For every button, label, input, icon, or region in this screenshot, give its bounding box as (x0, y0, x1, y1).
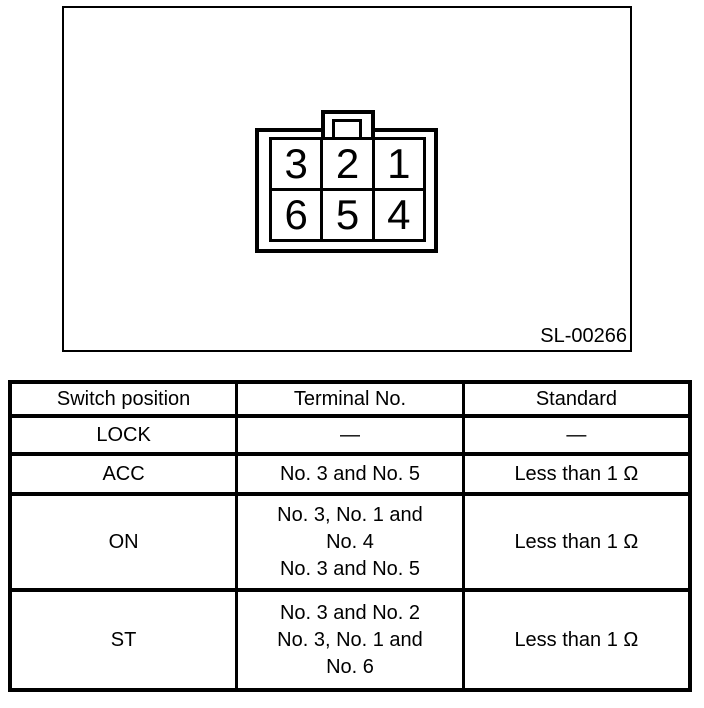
cell-standard-st: Less than 1 Ω (461, 588, 692, 692)
column-header-switch-position: Switch position (8, 380, 239, 418)
terminal-line: No. 6 (326, 655, 374, 678)
terminal-line: No. 3 and No. 5 (279, 557, 421, 580)
cell-terminal-st: No. 3 and No. 2 No. 3, No. 1 and No. 6 (235, 588, 465, 692)
table-row-lock: LOCK — — (8, 414, 692, 456)
cell-position-on: ON (8, 492, 239, 592)
cell-terminal-lock: — (235, 414, 465, 456)
connector-pin-grid: 3 2 1 6 5 4 (269, 137, 426, 242)
connector-figure-box: 3 2 1 6 5 4 SL-00266 (62, 6, 632, 352)
cell-standard-acc: Less than 1 Ω (461, 452, 692, 496)
pin-cell-1: 1 (374, 140, 423, 188)
pin-cell-2: 2 (323, 140, 372, 188)
terminal-line: No. 3 and No. 2 (279, 601, 421, 624)
switch-continuity-table: Switch position Terminal No. Standard LO… (8, 380, 692, 692)
cell-position-lock: LOCK (8, 414, 239, 456)
cell-terminal-acc: No. 3 and No. 5 (235, 452, 465, 496)
table-row-on: ON No. 3, No. 1 and No. 4 No. 3 and No. … (8, 492, 692, 592)
table-row-st: ST No. 3 and No. 2 No. 3, No. 1 and No. … (8, 588, 692, 692)
column-header-standard: Standard (461, 380, 692, 418)
pin-cell-6: 6 (272, 191, 321, 239)
cell-standard-on: Less than 1 Ω (461, 492, 692, 592)
table-row-acc: ACC No. 3 and No. 5 Less than 1 Ω (8, 452, 692, 496)
terminal-line: — (339, 423, 360, 446)
pin-cell-3: 3 (272, 140, 321, 188)
table-header-row: Switch position Terminal No. Standard (8, 380, 692, 418)
cell-standard-lock: — (461, 414, 692, 456)
pin-cell-5: 5 (323, 191, 372, 239)
pin-cell-4: 4 (374, 191, 423, 239)
column-header-terminal-no: Terminal No. (235, 380, 465, 418)
terminal-line: No. 4 (326, 530, 374, 553)
figure-code-label: SL-00266 (540, 325, 627, 347)
terminal-line: No. 3, No. 1 and (277, 628, 423, 651)
terminal-line: No. 3 and No. 5 (279, 462, 421, 485)
cell-position-st: ST (8, 588, 239, 692)
cell-terminal-on: No. 3, No. 1 and No. 4 No. 3 and No. 5 (235, 492, 465, 592)
terminal-line: No. 3, No. 1 and (277, 503, 423, 526)
cell-position-acc: ACC (8, 452, 239, 496)
